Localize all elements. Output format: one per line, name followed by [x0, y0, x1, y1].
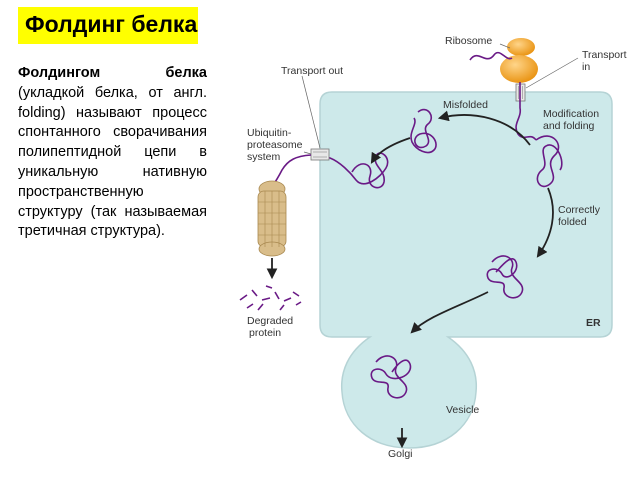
- label-degraded-1: Degraded: [247, 315, 293, 327]
- label-transport-out: Transport out: [281, 65, 343, 77]
- page-title: Фолдинг белка: [25, 11, 198, 37]
- proteasome-icon: [257, 180, 287, 257]
- label-golgi: Golgi: [388, 448, 413, 460]
- protein-correctly-folded: [486, 255, 524, 299]
- label-transport-in-2: in: [582, 61, 590, 73]
- label-ubiquitin-3: system: [247, 151, 281, 163]
- title-highlight: [18, 7, 198, 44]
- ribosome-leader: [499, 43, 511, 49]
- label-ribosome: Ribosome: [445, 35, 492, 47]
- ubiquitin-leader: [303, 151, 312, 155]
- label-correctly-2: folded: [558, 216, 587, 228]
- label-degraded-2: protein: [249, 327, 281, 339]
- label-modification-1: Modification: [543, 108, 599, 120]
- definition-body: (укладкой белка, от англ. folding) назыв…: [18, 84, 207, 240]
- label-misfolded: Misfolded: [443, 99, 488, 111]
- definition-text: Фолдингом белка (укладкой белка, от англ…: [18, 64, 207, 242]
- protein-misfolded: [410, 108, 437, 154]
- label-ubiquitin-2: proteasome: [247, 139, 303, 151]
- translocon-out: [310, 148, 330, 161]
- label-correctly-1: Correctly: [558, 204, 601, 216]
- protein-in-vesicle: [370, 355, 412, 399]
- transport-out-leader: [301, 75, 321, 149]
- ribosome-icon: [500, 38, 538, 83]
- label-er: ER: [586, 317, 601, 329]
- nascent-chain: [469, 51, 513, 61]
- arrow-to-export: [370, 137, 411, 164]
- arrow-to-vesicle: [410, 291, 489, 334]
- label-transport-in-1: Transport: [582, 49, 627, 61]
- entering-chain: [515, 82, 537, 141]
- label-modification-2: and folding: [543, 120, 595, 132]
- label-ubiquitin-1: Ubiquitin-: [247, 127, 292, 139]
- degraded-fragments: [239, 285, 302, 311]
- er-compartment: [319, 91, 613, 449]
- arrow-to-misfolded: [437, 110, 531, 146]
- label-vesicle: Vesicle: [446, 404, 479, 416]
- definition-term: Фолдингом белка: [18, 65, 207, 81]
- transport-in-leader: [525, 57, 579, 89]
- protein-folding-intermediate: [535, 135, 563, 188]
- arrow-to-correctly-folded: [536, 187, 554, 258]
